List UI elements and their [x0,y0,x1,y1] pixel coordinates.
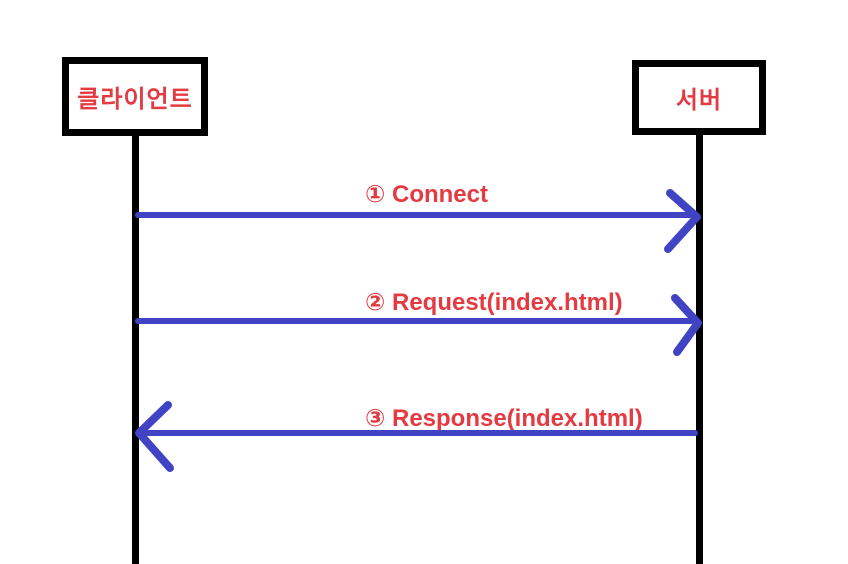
arrow-right-request [135,294,702,356]
message-label-request: ② Request(index.html) [365,289,623,316]
lifeline-client [132,134,139,564]
arrowhead-right-icon [664,189,701,253]
arrowhead-left-icon [135,401,174,472]
actor-box-client: 클라이언트 [62,57,208,136]
message-label-response: ③ Response(index.html) [365,405,643,432]
actor-label-server: 서버 [675,87,723,114]
actor-box-server: 서버 [632,60,766,135]
lifeline-server [696,133,703,564]
arrow-left-response [135,401,698,472]
arrowhead-right-icon [671,294,702,356]
message-label-connect: ① Connect [365,181,488,208]
actor-label-client: 클라이언트 [77,86,193,113]
arrow-right-connect [135,189,701,253]
